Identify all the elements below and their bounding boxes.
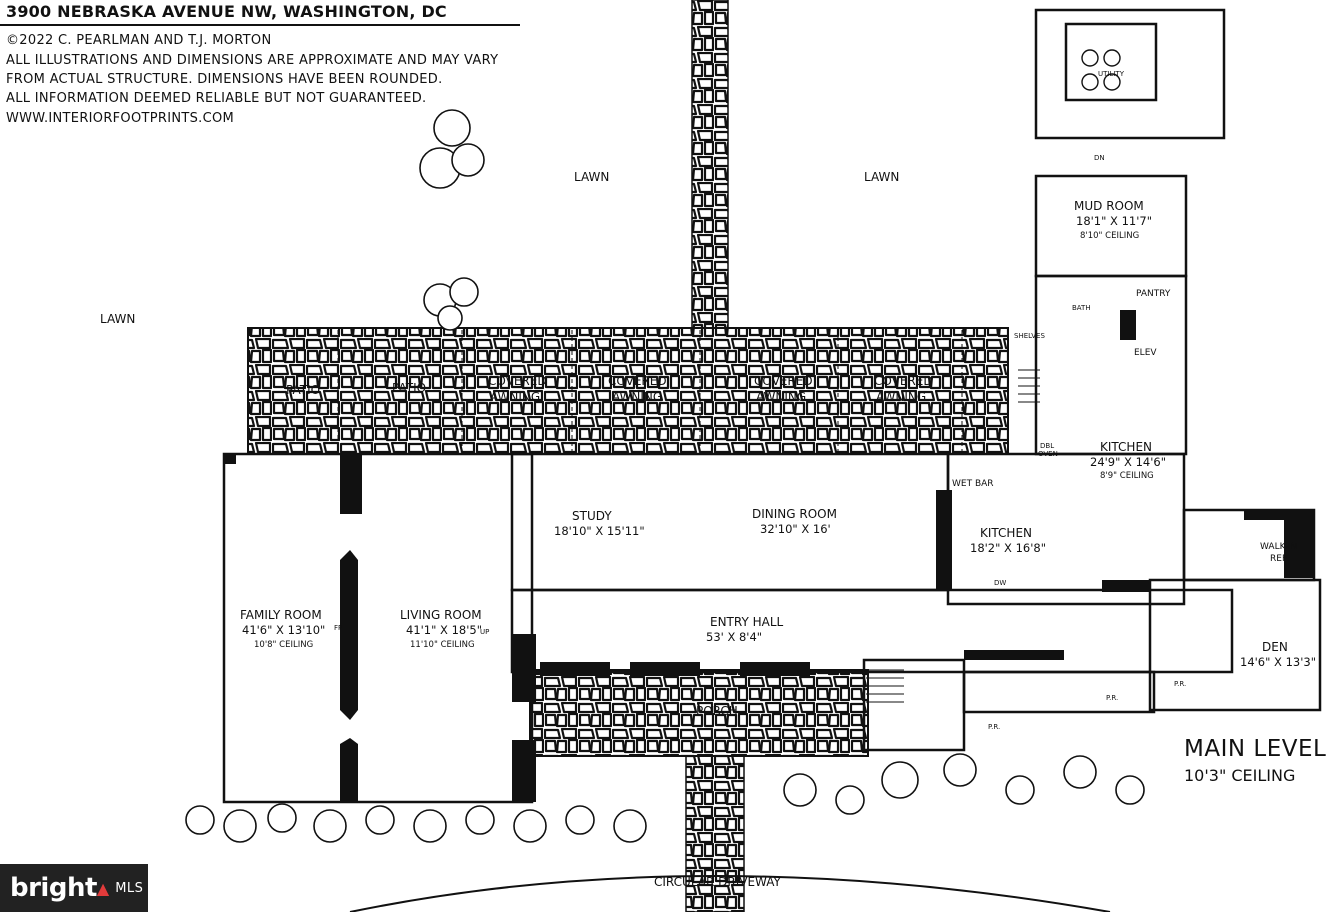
logo-wordmark: bright — [10, 873, 97, 903]
disclaimer-line-2: FROM ACTUAL STRUCTURE. DIMENSIONS HAVE B… — [6, 72, 443, 87]
awning-3-line-2: AWNING — [756, 390, 806, 404]
family-room-ceiling: 10'8" CEILING — [254, 640, 313, 650]
logo-suffix: MLS — [115, 880, 144, 896]
utility-fixtures — [1081, 49, 1121, 91]
den-dims: 14'6" X 13'3" — [1240, 655, 1316, 669]
lawn-label-left: LAWN — [100, 312, 135, 326]
header-rule — [0, 24, 520, 26]
study-name: STUDY — [572, 509, 612, 523]
pantry-label: PANTRY — [1136, 289, 1171, 299]
awning-2-line-1: COVERED — [608, 374, 667, 388]
driveway-label: CIRCULAR DRIVEWAY — [654, 875, 782, 889]
mud-room-name: MUD ROOM — [1074, 199, 1144, 213]
level-title: MAIN LEVEL — [1184, 736, 1327, 762]
dining-room-name: DINING ROOM — [752, 507, 837, 521]
awning-3-line-1: COVERED — [754, 374, 813, 388]
entry-hall-name: ENTRY HALL — [710, 615, 784, 629]
mud-room-ceiling: 8'10" CEILING — [1080, 231, 1139, 241]
powder-room-2: P.R. — [1106, 694, 1118, 702]
lawn-label-mid-2: LAWN — [864, 170, 899, 184]
elevator-label: ELEV — [1134, 348, 1157, 358]
wet-bar-label: WET BAR — [952, 479, 994, 489]
building-walls — [222, 8, 1322, 804]
kitchen-small-name: KITCHEN — [980, 526, 1032, 540]
utility-label: UTILITY — [1098, 70, 1125, 78]
logo-mark-icon: ▲ — [96, 878, 110, 898]
kitchen-small-dims: 18'2" X 16'8" — [970, 541, 1046, 555]
down-label: DN — [1094, 154, 1105, 162]
front-walkway — [685, 751, 745, 912]
mls-logo: bright ▲ MLS — [0, 864, 148, 912]
bath-label: BATH — [1072, 304, 1091, 312]
awning-4-line-1: COVERED — [874, 374, 933, 388]
family-room-name: FAMILY ROOM — [240, 608, 322, 622]
level-ceiling: 10'3" CEILING — [1184, 766, 1296, 785]
den-name: DEN — [1262, 640, 1288, 654]
double-oven-line-2: OVEN — [1038, 450, 1058, 458]
thick-walls — [224, 310, 1314, 802]
study-dims: 18'10" X 15'11" — [554, 524, 645, 538]
family-room-dims: 41'6" X 13'10" — [242, 623, 325, 637]
awning-1-line-2: AWNING — [490, 390, 540, 404]
patio-strip — [247, 327, 1009, 455]
walk-in-label: WALK-IN — [1260, 542, 1297, 552]
awning-1-line-1: COVERED — [488, 374, 547, 388]
driveway-arc — [349, 875, 1111, 912]
website-line: WWW.INTERIORFOOTPRINTS.COM — [6, 111, 235, 126]
patio-label-1: PATIO — [286, 383, 320, 397]
kitchen-main-dims: 24'9" X 14'6" — [1090, 455, 1166, 469]
stair-lines — [866, 369, 1040, 703]
awning-dividers — [337, 330, 963, 452]
living-room-name: LIVING ROOM — [400, 608, 482, 622]
awning-2-line-2: AWNING — [612, 390, 662, 404]
living-room-ceiling: 11'10" CEILING — [410, 640, 475, 650]
kitchen-main-ceiling: 8'9" CEILING — [1100, 471, 1154, 481]
dining-room-dims: 32'10" X 16' — [760, 522, 831, 536]
kitchen-main-name: KITCHEN — [1100, 440, 1152, 454]
entry-hall-dims: 53' X 8'4" — [706, 630, 762, 644]
patio-label-2: PATIO — [392, 381, 426, 395]
lawn-label-mid-1: LAWN — [574, 170, 609, 184]
walk-in-ref-label: REF — [1270, 554, 1287, 564]
disclaimer-line-1: ALL ILLUSTRATIONS AND DIMENSIONS ARE APP… — [6, 53, 499, 68]
mud-room-dims: 18'1" X 11'7" — [1076, 214, 1152, 228]
powder-room-1: P.R. — [988, 723, 1000, 731]
shrubs — [185, 109, 1145, 843]
address-title: 3900 NEBRASKA AVENUE NW, WASHINGTON, DC — [6, 2, 447, 21]
living-room-dims: 41'1" X 18'5" — [406, 623, 482, 637]
double-oven-line-1: DBL — [1040, 442, 1054, 450]
up-label: UP — [480, 628, 489, 636]
copyright-line: ©2022 C. PEARLMAN AND T.J. MORTON — [6, 33, 272, 48]
disclaimer-line-3: ALL INFORMATION DEEMED RELIABLE BUT NOT … — [6, 91, 427, 106]
fireplace-label: FP — [334, 624, 342, 632]
dishwasher-label: DW — [994, 579, 1006, 587]
porch-label: PORCH — [696, 704, 738, 718]
shelves-label: SHELVES — [1014, 332, 1045, 340]
awning-4-line-2: AWNING — [876, 390, 926, 404]
powder-room-3: P.R. — [1174, 680, 1186, 688]
rear-walkway — [691, 0, 729, 329]
